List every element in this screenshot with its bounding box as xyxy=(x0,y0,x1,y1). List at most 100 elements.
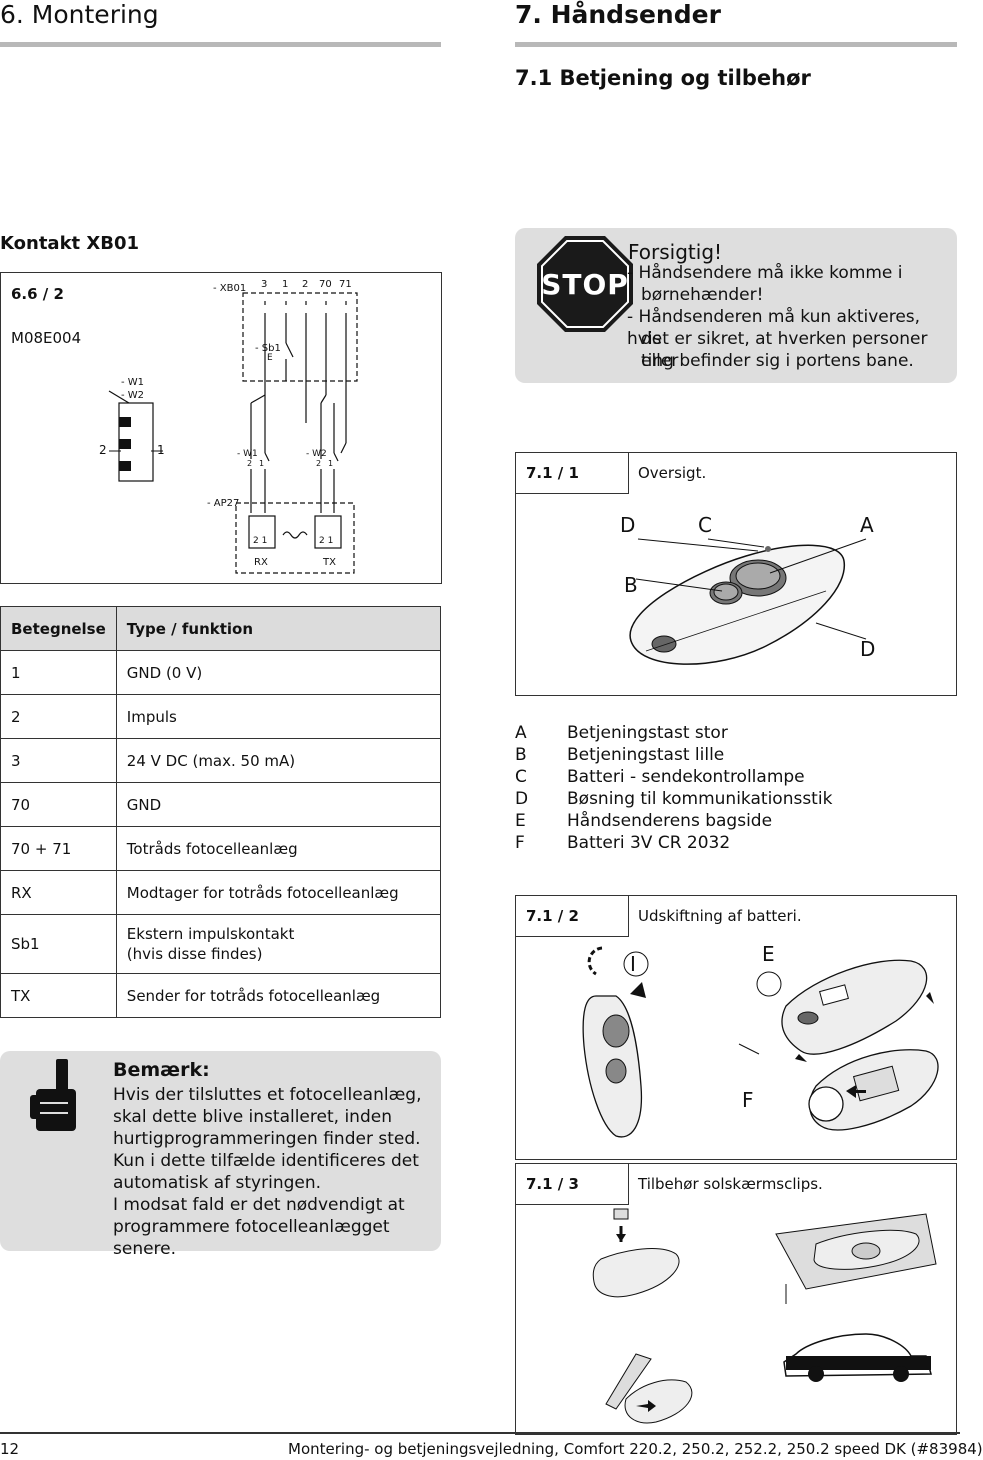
figure-3-title: Tilbehør solskærmsclips. xyxy=(638,1175,823,1193)
table-cell: GND xyxy=(115,782,442,827)
note-line-4: Kun i dette tilfælde identificeres det xyxy=(113,1151,419,1171)
table-row: 1 GND (0 V) xyxy=(0,650,442,695)
table-header-row: Betegnelse Type / funktion xyxy=(0,606,442,651)
figure-overview: 7.1 / 1 Oversigt. D C A B D xyxy=(515,452,957,696)
warning-line-2: børnehænder! xyxy=(641,285,764,305)
terminal-table: Betegnelse Type / funktion 1 GND (0 V) 2… xyxy=(0,606,442,1018)
table-cell: RX xyxy=(0,870,117,915)
table-row: TX Sender for totråds fotocelleanlæg xyxy=(0,973,442,1018)
remote-front-illustration xyxy=(629,544,846,665)
footer-rule xyxy=(0,1432,960,1434)
legend-text-c: Batteri - sendekontrollampe xyxy=(567,767,805,787)
table-header-cell: Type / funktion xyxy=(115,606,442,651)
label-t71: 71 xyxy=(339,279,352,290)
note-line-6: I modsat fald er det nødvendigt at xyxy=(113,1195,405,1215)
label-connector-1: 1 xyxy=(157,443,165,457)
table-row: Sb1 Ekstern impulskontakt (hvis disse fi… xyxy=(0,914,442,974)
warning-line-3: - Håndsenderen må kun aktiveres, hvis xyxy=(627,307,921,349)
battery-replacement-illustration xyxy=(582,946,939,1138)
note-line-2: skal dette blive installeret, inden xyxy=(113,1107,392,1127)
table-row: 70 GND xyxy=(0,782,442,827)
marker-e: E xyxy=(762,942,775,966)
note-title: Bemærk: xyxy=(113,1059,210,1081)
label-tx: TX xyxy=(323,557,336,568)
diagram-ref: 6.6 / 2 xyxy=(11,285,64,303)
table-cell: Modtager for totråds fotocelleanlæg xyxy=(115,870,442,915)
heading-rule-right xyxy=(515,42,957,47)
label-w2: - W2 xyxy=(306,449,327,459)
figure-1-title: Oversigt. xyxy=(638,464,707,482)
legend-text-a: Betjeningstast stor xyxy=(567,723,728,743)
note-line-1: Hvis der tilsluttes et fotocelleanlæg, xyxy=(113,1085,422,1105)
warning-title: Forsigtig! xyxy=(628,240,723,264)
marker-i: I xyxy=(630,952,636,976)
table-cell: 24 V DC (max. 50 mA) xyxy=(115,738,442,783)
footer-text: Montering- og betjeningsvejledning, Comf… xyxy=(288,1440,983,1458)
figure-ref-cell xyxy=(516,453,629,494)
note-panel: Bemærk: Hvis der tilsluttes et fotocelle… xyxy=(0,1051,441,1259)
label-w2-2: 2 xyxy=(316,459,322,468)
marker-f: F xyxy=(742,1088,754,1112)
legend-text-d: Bøsning til kommunikationsstik xyxy=(567,789,833,809)
label-rx: RX xyxy=(254,557,268,568)
section-6-heading: 6. Montering xyxy=(0,0,159,29)
marker-d-top: D xyxy=(620,513,636,537)
label-connector-2: 2 xyxy=(99,443,107,457)
note-line-3: hurtigprogrammeringen finder sted. xyxy=(113,1129,421,1149)
table-row: 3 24 V DC (max. 50 mA) xyxy=(0,738,442,783)
wiring-schematic xyxy=(108,292,358,574)
wiring-diagram: 6.6 / 2 M08E004 xyxy=(0,272,442,584)
figure-2-ref: 7.1 / 2 xyxy=(526,907,579,925)
table-row: 70 + 71 Totråds fotocelleanlæg xyxy=(0,826,442,871)
label-e: E xyxy=(267,353,273,363)
label-w1-top: - W1 xyxy=(121,377,145,388)
warning-panel: STOP Forsigtig! - Håndsendere må ikke ko… xyxy=(515,228,957,383)
table-cell: Impuls xyxy=(115,694,442,739)
table-cell: 2 xyxy=(0,694,117,739)
legend-text-b: Betjeningstast lille xyxy=(567,745,725,765)
marker-c: C xyxy=(698,513,712,537)
legend-text-f: Batteri 3V CR 2032 xyxy=(567,833,731,853)
table-cell: Sender for totråds fotocelleanlæg xyxy=(115,973,442,1018)
table-row: RX Modtager for totråds fotocelleanlæg xyxy=(0,870,442,915)
sun-visor-clip-illustration xyxy=(592,1208,937,1424)
figure-1-leaders xyxy=(635,538,867,640)
label-t70: 70 xyxy=(319,279,332,290)
legend-key-b: B xyxy=(515,745,527,765)
label-t2: 2 xyxy=(302,279,309,290)
table-cell-line: (hvis disse findes) xyxy=(126,945,263,963)
table-cell: Sb1 xyxy=(0,914,117,974)
label-w2-top: - W2 xyxy=(121,390,145,401)
marker-a: A xyxy=(860,513,874,537)
figure-3-ref: 7.1 / 3 xyxy=(526,1175,579,1193)
figure-2-ref-cell xyxy=(516,896,629,937)
diagram-code: M08E004 xyxy=(11,329,82,347)
page-number: 12 xyxy=(0,1440,20,1458)
label-xb01: - XB01 xyxy=(213,283,247,294)
legend-key-f: F xyxy=(515,833,525,853)
table-cell: 3 xyxy=(0,738,117,783)
label-t1: 1 xyxy=(282,279,289,290)
legend-key-e: E xyxy=(515,811,526,831)
note-line-7: programmere fotocelleanlægget senere. xyxy=(113,1217,390,1259)
table-cell: 70 + 71 xyxy=(0,826,117,871)
label-rx-terminals: 2 1 xyxy=(253,536,268,546)
label-w1-1: 1 xyxy=(259,459,265,468)
table-cell-line: Ekstern impulskontakt xyxy=(126,925,295,943)
figure-2-title: Udskiftning af batteri. xyxy=(638,907,802,925)
label-ap27: - AP27 xyxy=(207,498,240,509)
kontakt-title: Kontakt XB01 xyxy=(0,233,140,254)
note-line-5: automatisk af styringen. xyxy=(113,1173,322,1193)
marker-b: B xyxy=(624,573,638,597)
legend-key-c: C xyxy=(515,767,527,787)
legend-key-d: D xyxy=(515,789,529,809)
table-row: 2 Impuls xyxy=(0,694,442,739)
stop-sign-icon xyxy=(537,236,633,332)
table-cell: Totråds fotocelleanlæg xyxy=(115,826,442,871)
table-cell-multiline: Ekstern impulskontakt (hvis disse findes… xyxy=(115,914,442,974)
marker-d-bottom: D xyxy=(860,637,876,661)
figure-1-ref: 7.1 / 1 xyxy=(526,464,579,482)
table-header-cell: Betegnelse xyxy=(0,606,117,651)
warning-line-5: ting befinder sig i portens bane. xyxy=(641,351,914,371)
section-7-heading: 7. Håndsender xyxy=(515,0,721,29)
